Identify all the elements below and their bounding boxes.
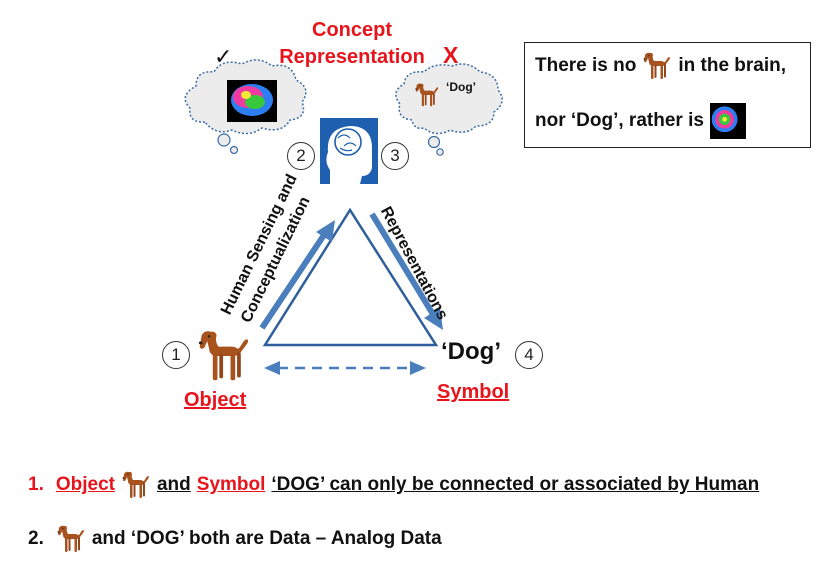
info-line-1: There is no in the brain, xyxy=(535,51,786,81)
brain-scan-icon-box xyxy=(709,103,746,139)
concept-triangle xyxy=(262,207,439,347)
info-line-1-b: in the brain, xyxy=(678,55,787,76)
node-1: 1 xyxy=(162,341,190,369)
check-icon: ✓ xyxy=(214,44,233,69)
footer-item-1: 1. Object and Symbol ‘DOG’ can only be c… xyxy=(28,470,759,500)
footer-1-num: 1. xyxy=(28,474,44,495)
footer-1-and: and xyxy=(156,474,191,495)
info-line-1-a: There is no xyxy=(535,55,637,76)
info-box: There is no in the brain, nor ‘Dog’, rat… xyxy=(524,42,811,148)
object-label: Object xyxy=(184,389,247,411)
title-line-1: Concept xyxy=(312,19,392,41)
footer-1-object: Object xyxy=(55,474,115,495)
footer-1-rest: ‘DOG’ can only be connected or associate… xyxy=(271,474,760,495)
cloud-dog-label: ‘Dog’ xyxy=(446,80,476,94)
brain-scan-icon xyxy=(227,80,277,122)
dog-icon-object xyxy=(196,328,252,384)
dog-icon-footer-1 xyxy=(121,470,151,500)
dog-symbol-label: ‘Dog’ xyxy=(441,338,501,365)
arrow-sensing xyxy=(259,220,335,330)
footer-2-rest: and ‘DOG’ both are Data – Analog Data xyxy=(91,528,442,549)
footer-item-2: 2. and ‘DOG’ both are Data – Analog Data xyxy=(28,524,442,554)
dashed-association-arrow xyxy=(264,361,426,375)
x-icon: X xyxy=(443,42,459,68)
info-line-2: nor ‘Dog’, rather is xyxy=(535,103,746,139)
footer-2-num: 2. xyxy=(28,528,44,549)
symbol-label: Symbol xyxy=(437,381,510,403)
dog-icon-footer-2 xyxy=(56,524,86,554)
info-line-2-a: nor ‘Dog’, rather is xyxy=(535,110,704,131)
concept-representation-title: Concept Representation xyxy=(262,17,442,71)
title-line-2: Representation xyxy=(279,46,425,68)
thought-cloud-icon-right xyxy=(395,63,503,156)
dog-icon-box xyxy=(642,51,672,81)
node-4: 4 xyxy=(515,341,543,369)
footer-1-symbol: Symbol xyxy=(196,474,266,495)
arrow-representations xyxy=(369,212,443,330)
brain-head-icon xyxy=(320,118,378,184)
node-2: 2 xyxy=(287,142,315,170)
node-3: 3 xyxy=(381,142,409,170)
